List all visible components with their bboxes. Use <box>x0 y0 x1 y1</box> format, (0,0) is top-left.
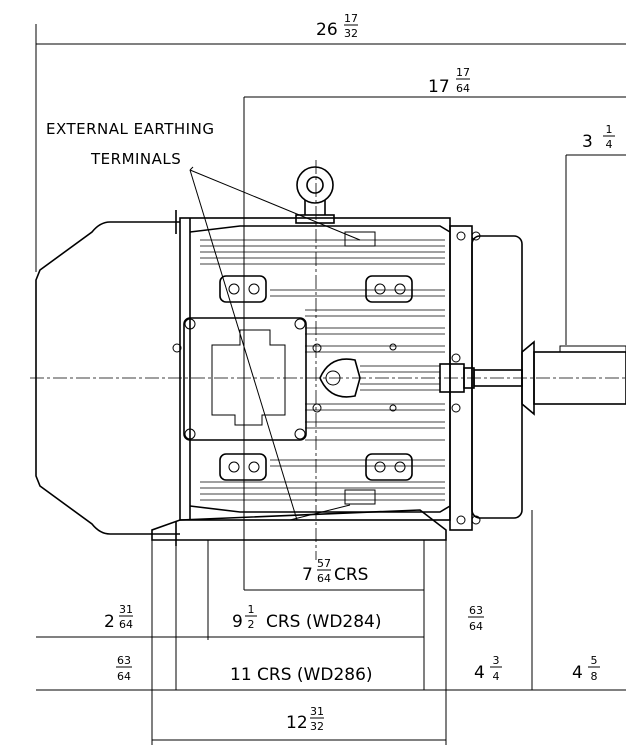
dim-7-whole: 7 <box>302 565 313 585</box>
dim-12-num: 31 <box>310 705 324 718</box>
shaft-extension-whole: 3 <box>582 132 593 152</box>
earthing-label-line1: EXTERNAL EARTHING <box>46 120 214 138</box>
dim-2-num: 31 <box>119 603 133 616</box>
centre-boss <box>319 343 397 412</box>
dimension-12-31-32: 12 31 32 <box>286 705 324 733</box>
dimension-4-3-4: 4 3 4 <box>474 654 502 683</box>
shaft <box>473 340 626 416</box>
dim-63-left-den: 64 <box>117 670 131 683</box>
overall-length-num: 17 <box>344 12 358 25</box>
dimension-2-31-64: 2 31 64 <box>104 603 133 632</box>
overall-length-den: 32 <box>344 27 358 40</box>
dim-4-3-4-den: 4 <box>493 670 500 683</box>
shaft-extension-dimension: 3 1 4 <box>565 123 626 345</box>
dim-4-3-4-num: 3 <box>493 654 500 667</box>
dim-4-3-4-whole: 4 <box>474 663 485 683</box>
bottom-dimension-lines <box>36 510 626 745</box>
dimension-63-64-right: 63 64 <box>468 604 484 633</box>
dim-2-den: 64 <box>119 618 133 631</box>
dim-63-right-den: 64 <box>469 620 483 633</box>
dim-9-whole: 9 <box>232 612 243 632</box>
dim-7-suffix: CRS <box>334 565 368 585</box>
overall-length-whole: 26 <box>316 20 338 40</box>
dim-63-left-num: 63 <box>117 654 131 667</box>
cooling-fins <box>200 239 445 501</box>
dimension-7-57-64-crs: 7 57 64 CRS <box>302 557 368 585</box>
base-foot <box>151 504 447 541</box>
earthing-terminals-label: EXTERNAL EARTHING TERMINALS <box>46 120 361 521</box>
dim-63-right-num: 63 <box>469 604 483 617</box>
dim-7-num: 57 <box>317 557 331 570</box>
shaft-to-end-num: 17 <box>456 66 470 79</box>
dim-9-num: 1 <box>248 603 255 616</box>
dim-12-den: 32 <box>310 720 324 733</box>
dim-4-5-8-num: 5 <box>591 654 598 667</box>
shaft-to-end-dimension: 17 17 64 <box>243 66 626 590</box>
dim-12-whole: 12 <box>286 713 308 733</box>
dim-4-5-8-whole: 4 <box>572 663 583 683</box>
shaft-extension-den: 4 <box>606 138 613 151</box>
dimension-63-64-left: 63 64 <box>116 654 132 683</box>
dimension-4-5-8: 4 5 8 <box>572 654 600 683</box>
shaft-extension-num: 1 <box>606 123 613 136</box>
shaft-to-end-den: 64 <box>456 82 470 95</box>
dim-9-den: 2 <box>248 618 255 631</box>
dim-2-whole: 2 <box>104 612 115 632</box>
dim-7-den: 64 <box>317 572 331 585</box>
shaft-to-end-whole: 17 <box>428 77 450 97</box>
earthing-label-line2: TERMINALS <box>90 150 181 168</box>
dim-4-5-8-den: 8 <box>591 670 598 683</box>
terminal-box <box>172 317 322 441</box>
dimension-11-crs-wd286: 11 CRS (WD286) <box>230 665 373 685</box>
motor-frame <box>179 217 451 521</box>
overall-length-dimension: 26 17 32 <box>35 12 626 272</box>
dim-9-suffix: CRS (WD284) <box>266 612 382 632</box>
dimension-9-1-2-crs-wd284: 9 1 2 CRS (WD284) <box>232 603 382 632</box>
mounting-pads <box>219 275 413 481</box>
eye-bolt <box>295 166 335 224</box>
